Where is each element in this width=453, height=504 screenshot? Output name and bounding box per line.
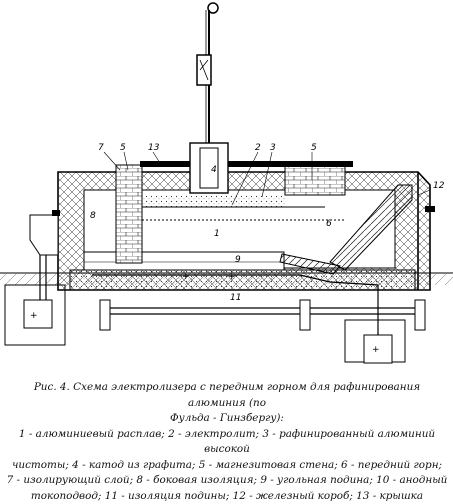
plus-sign: + — [182, 272, 190, 282]
caption-line: Фульда - Гинзбергу): — [4, 411, 450, 427]
label-11: 11 — [230, 293, 241, 303]
figure-caption: Рис. 4. Схема электролизера с передним г… — [4, 380, 450, 504]
graphite-cathode — [190, 143, 228, 193]
label-8: 8 — [90, 211, 96, 221]
label-9: 9 — [235, 255, 241, 265]
caption-line: 7 - изолирующий слой; 8 - боковая изоляц… — [4, 473, 450, 489]
magnesite-wall-left — [116, 165, 142, 263]
label-13: 13 — [148, 143, 160, 153]
cover-left — [140, 161, 190, 167]
carbon-hearth — [84, 252, 284, 270]
label-3: 3 — [270, 143, 276, 153]
electrolyzer-diagram: 7 5 13 4 2 3 5 12 8 1 6 9 11 + + + + — [0, 0, 453, 378]
hanger-ring-icon — [208, 3, 218, 13]
plus-sign: + — [372, 345, 380, 355]
label-7: 7 — [98, 143, 104, 153]
caption-line: Рис. 4. Схема электролизера с передним г… — [4, 380, 450, 411]
bottom-insulation — [70, 270, 415, 290]
label-1: 1 — [214, 229, 220, 239]
caption-line: 1 - алюминиевый расплав; 2 - электролит;… — [4, 427, 450, 458]
label-12: 12 — [433, 181, 445, 191]
left-terminal — [24, 300, 52, 328]
label-5-left: 5 — [120, 143, 126, 153]
caption-line: чистоты; 4 - катод из графита; 5 - магне… — [4, 458, 450, 474]
caption-line: токоподвод; 11 - изоляция подины; 12 - ж… — [4, 489, 450, 504]
magnesite-wall-right — [285, 165, 345, 195]
plus-sign: + — [228, 272, 236, 282]
plus-sign: + — [30, 311, 38, 321]
label-6: 6 — [326, 219, 332, 229]
label-5-right: 5 — [311, 143, 317, 153]
label-2: 2 — [255, 143, 261, 153]
cover-right — [228, 161, 353, 167]
refined-aluminum-layer — [142, 195, 285, 207]
label-4: 4 — [211, 165, 217, 175]
